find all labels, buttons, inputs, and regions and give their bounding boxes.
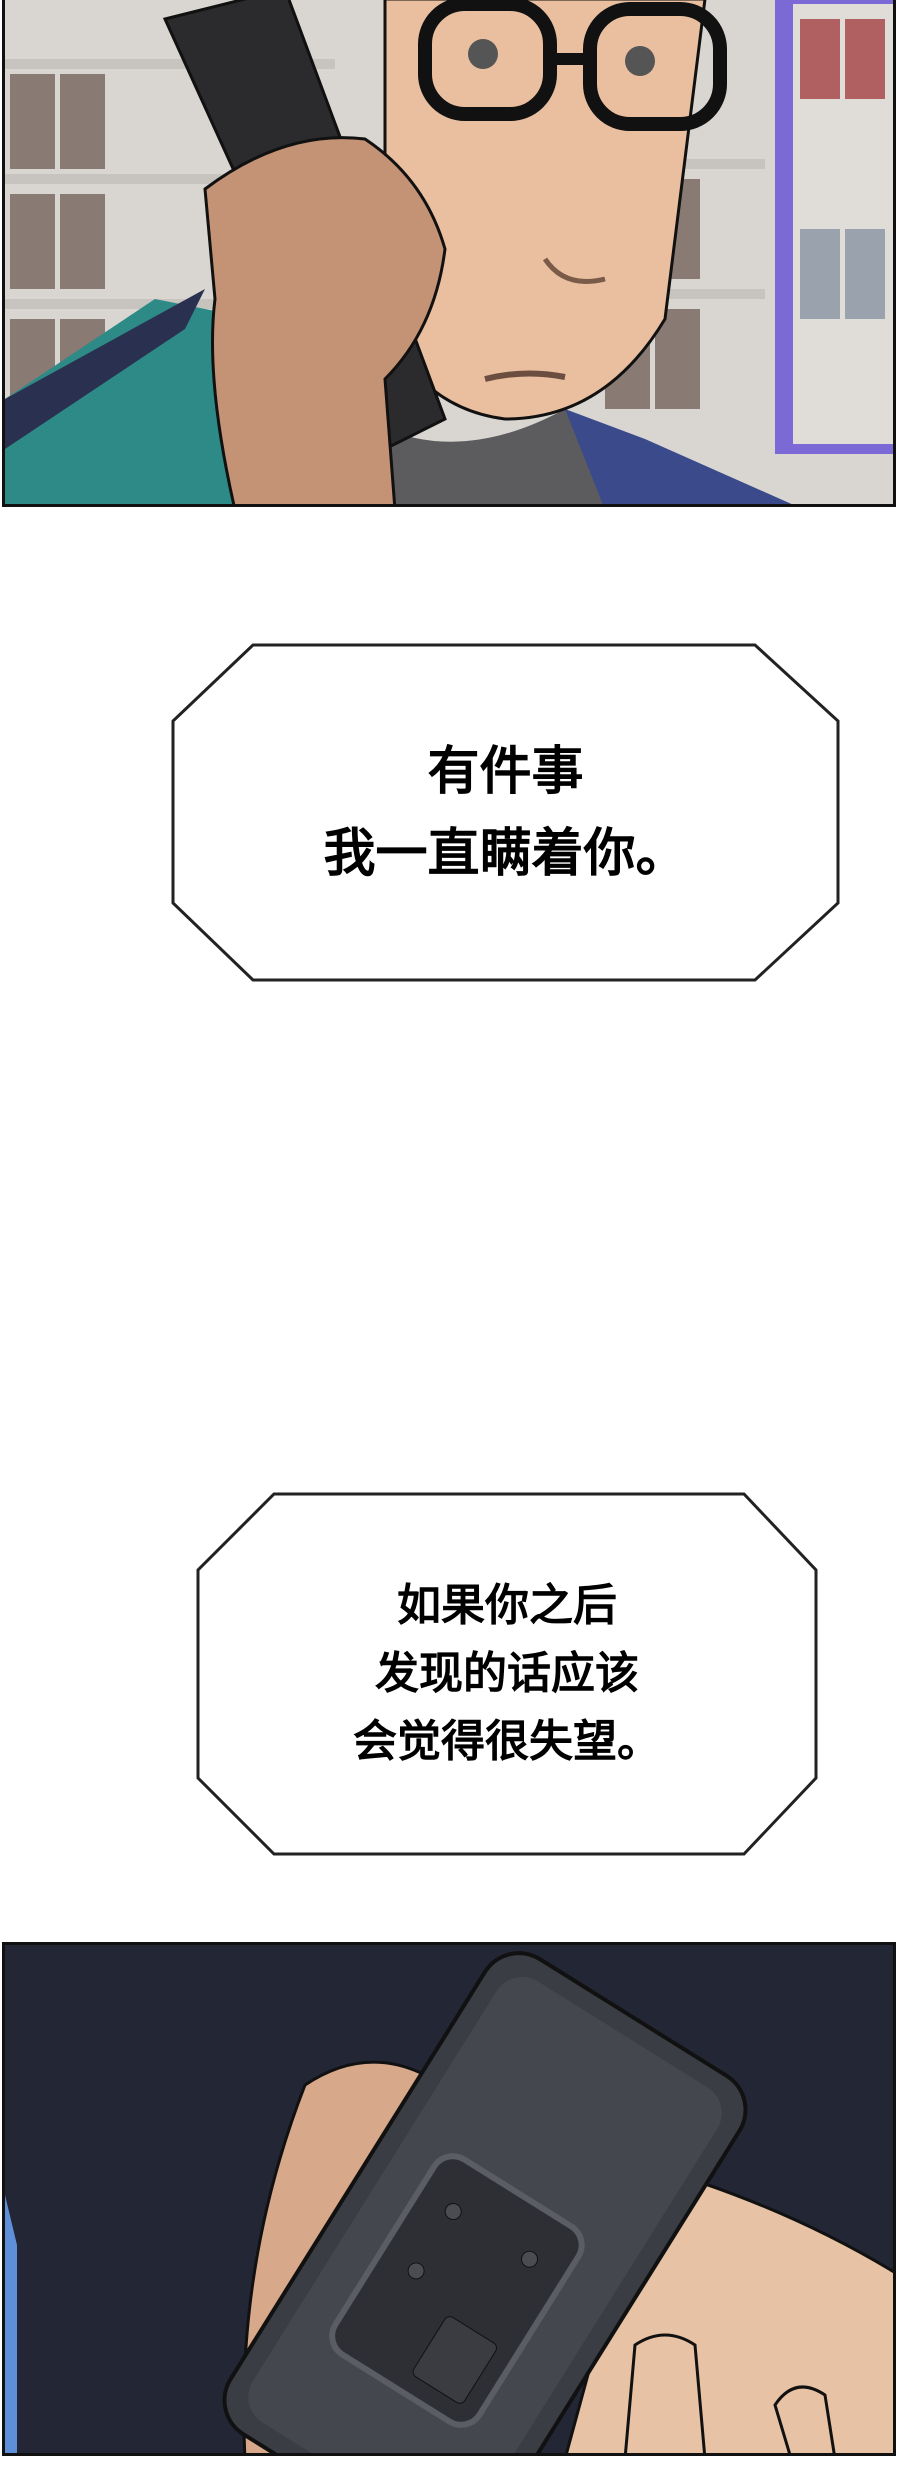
bubble-line: 会觉得很失望。 xyxy=(353,1716,661,1767)
bubble-outline xyxy=(196,1492,818,1856)
panel-illustration xyxy=(5,1945,893,2453)
bubble-line: 有件事 xyxy=(427,741,584,802)
bubble-outline xyxy=(171,643,840,982)
speech-bubble-1: 有件事 我一直瞒着你。 xyxy=(169,641,842,984)
comic-panel-man-on-phone xyxy=(2,0,896,507)
speech-bubble-2: 如果你之后 发现的话应该 会觉得很失望。 xyxy=(194,1490,820,1858)
panel-illustration xyxy=(5,0,893,504)
bubble-line: 发现的话应该 xyxy=(375,1648,639,1699)
bubble-text: 有件事 我一直瞒着你。 xyxy=(169,731,842,895)
bubble-line: 如果你之后 xyxy=(397,1580,617,1631)
bubble-text: 如果你之后 发现的话应该 会觉得很失望。 xyxy=(194,1572,820,1776)
bubble-line: 我一直瞒着你。 xyxy=(323,823,688,884)
comic-panel-phone-closeup xyxy=(2,1942,896,2456)
